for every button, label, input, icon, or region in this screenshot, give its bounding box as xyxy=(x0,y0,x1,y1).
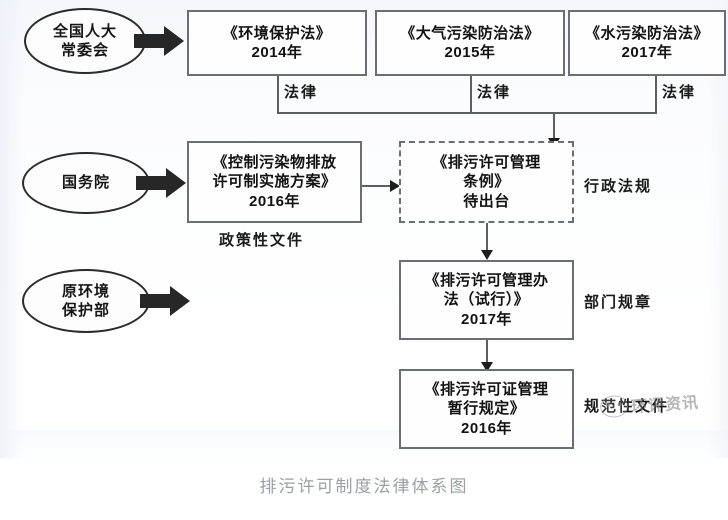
block-arrow-shaft xyxy=(136,176,168,190)
block-arrow-head-icon xyxy=(166,168,186,198)
law-epl-year: 2014年 xyxy=(251,44,303,61)
connector-epl-drop xyxy=(277,76,279,114)
law-box-apcl[interactable]: 《大气污染防治法》 2015年 xyxy=(375,10,565,76)
law-wpcl-year: 2017年 xyxy=(621,44,673,61)
edge-label-law-1: 法律 xyxy=(284,85,319,101)
connector-bus-to-regulation xyxy=(553,112,555,140)
document-policy-line1: 《控制污染物排放 xyxy=(212,153,337,171)
authority-state-council-line1: 国务院 xyxy=(61,174,110,192)
authority-state-council-label: 国务院 xyxy=(62,173,110,192)
authority-mep-line2: 保护部 xyxy=(61,302,110,319)
block-arrow-head-icon xyxy=(170,286,190,316)
block-arrow-mep xyxy=(140,286,192,316)
authority-state-council[interactable]: 国务院 xyxy=(22,152,150,214)
authority-npc-line2: 常委会 xyxy=(60,42,109,59)
document-provisions-line1: 《排污许可证管理 xyxy=(424,380,549,398)
authority-mep[interactable]: 原环境 保护部 xyxy=(22,269,150,333)
document-box-regulation[interactable]: 《排污许可管理 条例》 待出台 xyxy=(399,141,574,223)
block-arrow-council-to-policy xyxy=(136,168,188,198)
connector-regulation-to-measures xyxy=(486,223,488,252)
law-epl-title: 《环境保护法》 xyxy=(222,24,332,42)
document-measures-line3: 2017年 xyxy=(461,310,512,328)
edge-label-regulation-category: 行政法规 xyxy=(584,179,653,195)
edge-label-policy-category: 政策性文件 xyxy=(219,233,305,249)
block-arrow-npc-to-laws xyxy=(134,26,186,56)
block-arrow-head-icon xyxy=(164,26,184,56)
document-measures-text: 《排污许可管理办 法（试行）》 2017年 xyxy=(424,271,548,330)
authority-npc-label: 全国人大 常委会 xyxy=(53,22,117,60)
block-arrow-shaft xyxy=(140,294,172,308)
document-provisions-line3: 2016年 xyxy=(461,419,512,437)
document-policy-line3: 2016年 xyxy=(249,192,300,210)
edge-label-law-3: 法律 xyxy=(662,85,697,101)
connector-laws-bus xyxy=(277,112,657,114)
authority-mep-line1: 原环境 xyxy=(61,282,110,300)
figure-background xyxy=(0,0,728,458)
scan-tint-left xyxy=(0,0,26,458)
connector-wpcl-drop xyxy=(655,76,657,114)
law-wpcl-text: 《水污染防治法》 2017年 xyxy=(585,24,709,63)
document-regulation-line2: 条例》 xyxy=(463,173,510,191)
block-arrow-shaft xyxy=(134,34,166,48)
document-measures-line2: 法（试行）》 xyxy=(443,291,530,309)
arrowhead-policy-to-regulation xyxy=(390,180,400,192)
edge-label-law-2: 法律 xyxy=(477,85,512,101)
authority-mep-label: 原环境 保护部 xyxy=(62,282,110,320)
document-box-policy[interactable]: 《控制污染物排放 许可制实施方案》 2016年 xyxy=(187,141,362,223)
document-provisions-line2: 暂行规定》 xyxy=(447,400,526,418)
edge-label-provisions-category: 规范性文件 xyxy=(584,399,670,415)
document-policy-text: 《控制污染物排放 许可制实施方案》 2016年 xyxy=(212,153,336,212)
law-box-epl[interactable]: 《环境保护法》 2014年 xyxy=(187,10,367,76)
authority-npc-line1: 全国人大 xyxy=(52,22,117,40)
document-measures-line1: 《排污许可管理办 xyxy=(424,271,549,289)
document-regulation-line1: 《排污许可管理 xyxy=(432,153,541,171)
document-box-measures[interactable]: 《排污许可管理办 法（试行）》 2017年 xyxy=(399,260,574,340)
connector-measures-to-provisions xyxy=(486,340,488,365)
document-provisions-text: 《排污许可证管理 暂行规定》 2016年 xyxy=(424,380,548,439)
scan-tint-right xyxy=(708,0,728,458)
law-apcl-title: 《大气污染防治法》 xyxy=(400,24,540,42)
connector-apcl-drop xyxy=(470,76,472,114)
law-apcl-text: 《大气污染防治法》 2015年 xyxy=(400,24,540,63)
law-apcl-year: 2015年 xyxy=(444,44,496,61)
edge-label-measures-category: 部门规章 xyxy=(584,295,653,311)
arrowhead-measures-to-provisions xyxy=(481,362,493,372)
law-wpcl-title: 《水污染防治法》 xyxy=(584,24,709,42)
figure-caption: 排污许可制度法律体系图 xyxy=(259,477,469,496)
document-box-provisions[interactable]: 《排污许可证管理 暂行规定》 2016年 xyxy=(399,369,574,449)
law-box-wpcl[interactable]: 《水污染防治法》 2017年 xyxy=(568,10,726,76)
law-epl-text: 《环境保护法》 2014年 xyxy=(223,24,332,63)
arrowhead-regulation-to-measures xyxy=(481,250,493,260)
document-policy-line2: 许可制实施方案》 xyxy=(212,173,337,191)
scan-tint-bottom xyxy=(0,430,728,460)
document-regulation-text: 《排污许可管理 条例》 待出台 xyxy=(432,153,541,212)
document-regulation-status: 待出台 xyxy=(463,192,510,210)
authority-npc[interactable]: 全国人大 常委会 xyxy=(24,8,146,74)
connector-policy-to-regulation xyxy=(362,185,392,187)
